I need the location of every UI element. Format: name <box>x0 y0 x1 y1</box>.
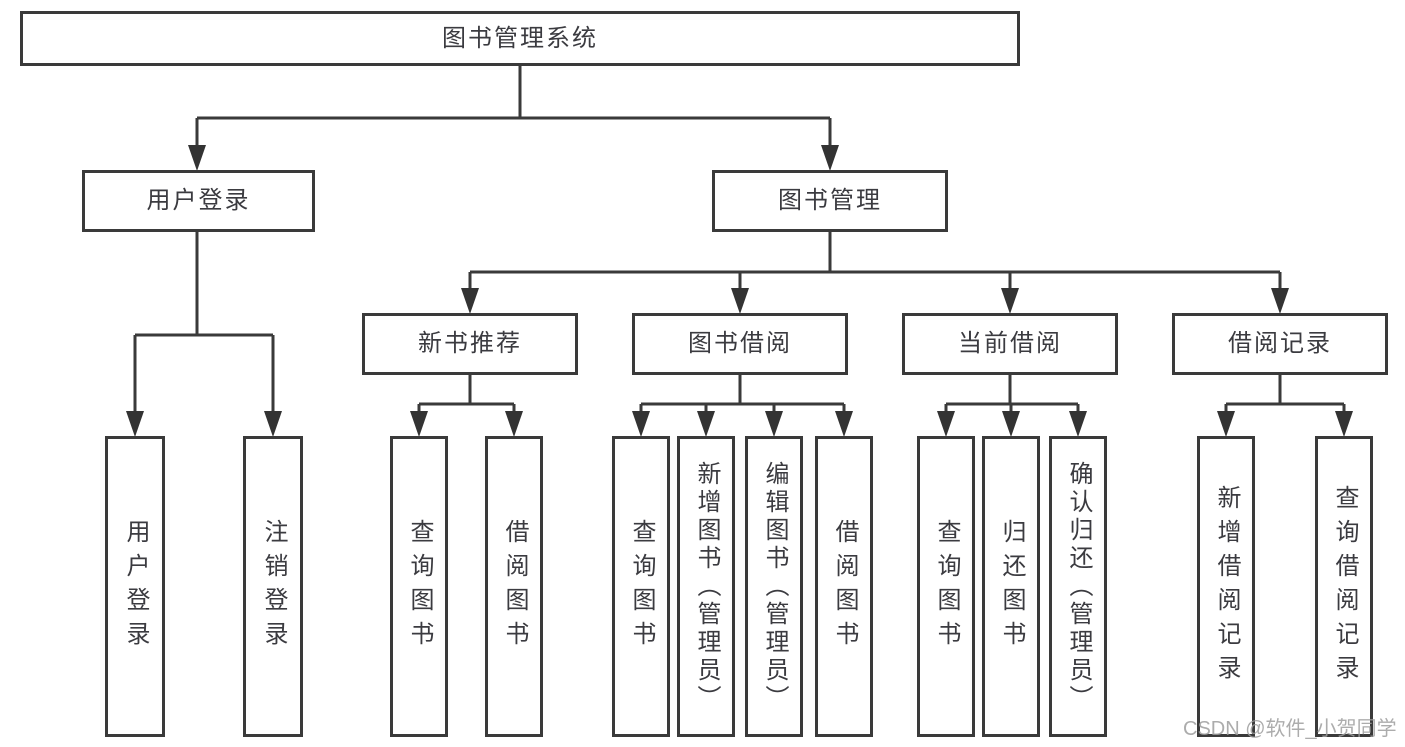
edge-root-to-level2 <box>195 66 832 148</box>
edge-bookmgmt-to-level3 <box>468 232 1282 291</box>
arrowhead <box>937 411 955 437</box>
edge-newrec-to-leaves <box>417 375 516 414</box>
leaf-return-books: 归还图书 <box>982 436 1040 737</box>
arrowhead <box>264 411 282 437</box>
edge-userlogin-to-leaves <box>133 232 275 414</box>
arrowhead <box>1217 411 1235 437</box>
arrowheads <box>126 145 1353 437</box>
arrowhead <box>731 288 749 314</box>
arrowhead <box>1001 288 1019 314</box>
node-borrow-records: 借阅记录 <box>1172 313 1388 375</box>
arrowhead <box>835 411 853 437</box>
arrowhead <box>1335 411 1353 437</box>
arrowhead <box>765 411 783 437</box>
arrowhead <box>1069 411 1087 437</box>
edge-borrow-to-leaves <box>639 375 846 414</box>
watermark: CSDN @软件_小贺同学 <box>1183 718 1397 740</box>
node-book-borrow: 图书借阅 <box>632 313 848 375</box>
leaf-add-borrow-record: 新增借阅记录 <box>1197 436 1255 737</box>
node-book-management: 图书管理 <box>712 170 948 232</box>
node-current-borrow: 当前借阅 <box>902 313 1118 375</box>
leaf-logout: 注销登录 <box>243 436 303 737</box>
arrowhead <box>1002 411 1020 437</box>
edge-records-to-leaves <box>1224 375 1346 414</box>
leaf-query-books-current: 查询图书 <box>917 436 975 737</box>
leaf-add-books-admin: 新增图书（管理员） <box>677 436 735 737</box>
leaf-edit-books-admin: 编辑图书（管理员） <box>745 436 803 737</box>
node-new-book-recommend: 新书推荐 <box>362 313 578 375</box>
leaf-query-borrow-record: 查询借阅记录 <box>1315 436 1373 737</box>
arrowhead <box>505 411 523 437</box>
arrowhead <box>632 411 650 437</box>
node-library-management-system: 图书管理系统 <box>20 11 1020 66</box>
leaf-borrow-books-borrow: 借阅图书 <box>815 436 873 737</box>
arrowhead <box>697 411 715 437</box>
arrowhead <box>461 288 479 314</box>
arrowhead <box>410 411 428 437</box>
edge-current-to-leaves <box>944 375 1080 414</box>
leaf-query-books-newrec: 查询图书 <box>390 436 448 737</box>
leaf-confirm-return-admin: 确认归还（管理员） <box>1049 436 1107 737</box>
arrowhead <box>188 145 206 171</box>
leaf-user-login: 用户登录 <box>105 436 165 737</box>
arrowhead <box>126 411 144 437</box>
node-user-login: 用户登录 <box>82 170 315 232</box>
arrowhead <box>1271 288 1289 314</box>
arrowhead <box>821 145 839 171</box>
leaf-borrow-books-newrec: 借阅图书 <box>485 436 543 737</box>
leaf-query-books-borrow: 查询图书 <box>612 436 670 737</box>
tree-edges <box>133 66 1346 414</box>
